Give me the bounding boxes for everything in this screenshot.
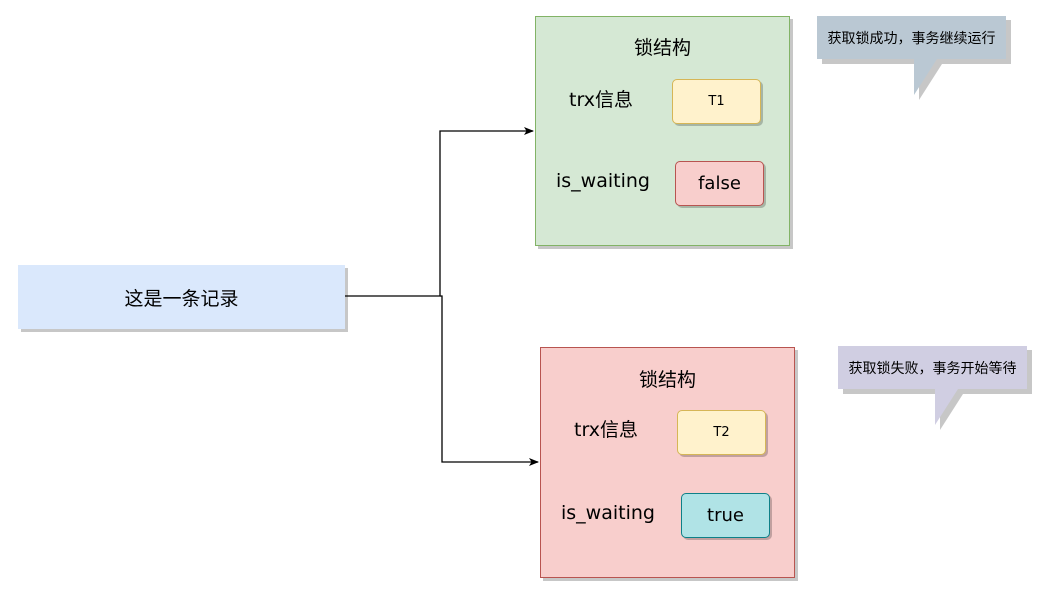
is-waiting-label: is_waiting xyxy=(561,502,655,524)
lock-structure-2: 锁结构 trx信息 T2 is_waiting true xyxy=(540,347,795,578)
lock-structure-1: 锁结构 trx信息 T1 is_waiting false xyxy=(535,16,790,246)
is-waiting-label: is_waiting xyxy=(556,170,650,192)
trx-label: trx信息 xyxy=(574,419,638,441)
is-waiting-value: false xyxy=(698,173,741,194)
is-waiting-value-box: true xyxy=(681,493,770,538)
is-waiting-value: true xyxy=(707,505,744,526)
connector-to-lock1 xyxy=(345,127,534,297)
trx-value: T2 xyxy=(713,425,730,440)
trx-value-box: T2 xyxy=(677,410,766,455)
trx-label: trx信息 xyxy=(569,89,633,111)
record-box: 这是一条记录 xyxy=(18,265,345,329)
callout-failure-text: 获取锁失败，事务开始等待 xyxy=(848,360,1017,377)
callout-success-text: 获取锁成功，事务继续运行 xyxy=(827,30,996,47)
connector-to-lock2 xyxy=(440,295,539,466)
is-waiting-value-box: false xyxy=(675,161,764,206)
lock-title: 锁结构 xyxy=(633,37,691,59)
trx-value-box: T1 xyxy=(672,79,761,124)
record-label: 这是一条记录 xyxy=(124,287,239,310)
lock-title: 锁结构 xyxy=(638,369,696,391)
trx-value: T1 xyxy=(708,94,725,109)
